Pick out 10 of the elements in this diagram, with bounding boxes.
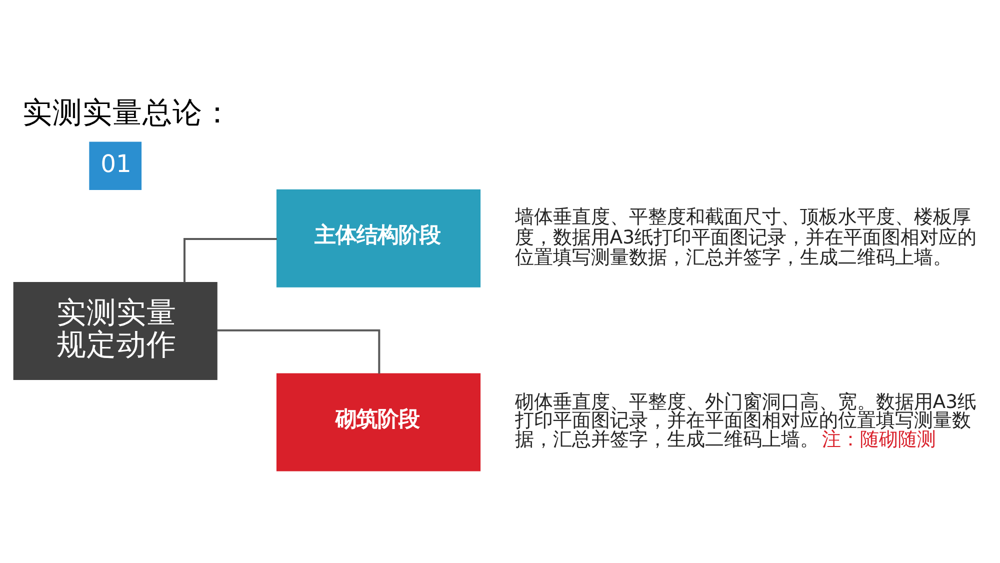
diagram-title: 实测实量总论： [22,94,232,129]
node-box: 实测实量规定动作 [13,282,218,380]
node-box: 砌筑阶段 [276,372,481,471]
connector [184,238,277,282]
node-box: 主体结构阶段 [276,188,481,287]
node-label: 注：随砌随测 [822,428,936,450]
node-label: 据，汇总并签字，生成二维码上墙。 [514,428,819,450]
label: 01 [100,149,132,178]
node-label: 墙体垂直度、平整度和截面尺寸、顶板水平度、楼板厚度，数据用A3纸打印平面图记录，并在平面图相对应的位置填写测量数据，汇总并签字，生成二维码上墙。 [514,206,977,268]
connector [216,328,380,374]
